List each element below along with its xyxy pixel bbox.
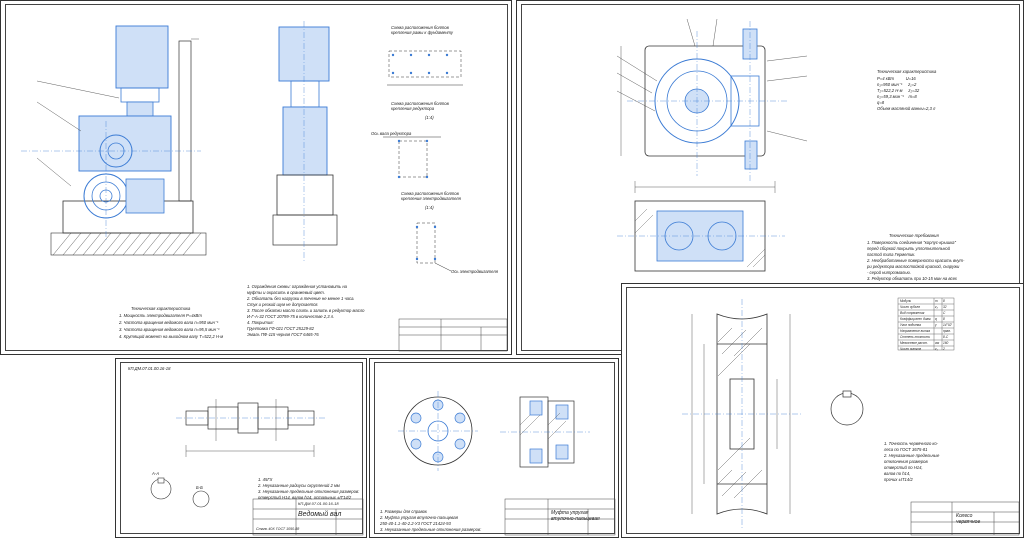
sheet-frame (5, 4, 508, 351)
worm-reducer (78, 115, 172, 172)
section-aa-view (150, 477, 172, 500)
sheet-driven-shaft: КП.ДМ.07.01.00.16-18 А-А Б-Б 1. 45ГХ 2. … (115, 358, 367, 538)
shaft-drawing (150, 399, 364, 536)
reducer-tech-line: n₁=950 мин⁻¹ z₁=2 (877, 82, 917, 87)
coupling-note: 2. Муфта упругая втулочно-пальцевая (380, 515, 458, 520)
sheet-frame (626, 287, 1020, 534)
wheel-note: валов по h14, (884, 471, 911, 476)
title-block-coupling (504, 498, 616, 536)
params-table (897, 297, 955, 351)
shaft-note: отверстий H14, валов h14, остальных ±IT1… (258, 495, 352, 500)
section-bb-label: Б-Б (196, 485, 203, 490)
reducer-tech-line: q=8 (877, 100, 885, 105)
requirement-line: муфты и окрасить в оранжевый цвет. (247, 290, 325, 295)
scheme-motor-caption: Схема расположения болтов крепления элек… (401, 191, 461, 202)
wheel-note: 2. Неуказанные предельные (884, 453, 940, 458)
scheme-frame-caption: Схема расположения болтов крепления рамы… (391, 25, 454, 36)
worm-wheel-drawing (682, 297, 1020, 536)
sheet-drive-assembly: Техническая характеристика 1. Мощность э… (0, 0, 512, 355)
reducer-req-line: 1. Поверхность соединения "корпус-крышка… (867, 240, 956, 245)
tech-line: 4. Крутящий момент на выходном валу T=52… (119, 334, 224, 339)
wheel-note: отклонения размеров (884, 459, 928, 464)
bolt-scheme-motor (415, 222, 452, 272)
title-block-wheel (910, 501, 1020, 536)
reducer-drawing (616, 18, 808, 272)
wheel-note: прочих ±IT14/2 (884, 477, 913, 482)
sheet-frame (374, 362, 615, 534)
shaft-note: 3. Неуказанные предельные отклонения раз… (258, 489, 360, 494)
sheet-frame (120, 362, 363, 534)
tech-line: 3. Частота вращения ведомого вала n=95,5… (119, 327, 220, 332)
motor-coupling (126, 101, 154, 117)
reducer-tech-line: T₂=522,2 Н·м z₂=32 (877, 88, 920, 93)
requirement-line: Эмаль ПФ-115 черная ГОСТ 6465-76 (247, 332, 319, 337)
tech-line: 2. Частота вращения ведомого вала n=950 … (119, 320, 219, 325)
scheme-reducer-scale: (1:4) (425, 115, 434, 120)
reducer-tech-heading: Техническая характеристика (877, 69, 937, 74)
electric-motor (115, 25, 169, 89)
tech-characteristics-heading: Техническая характеристика (131, 306, 191, 311)
coupling-drawing (398, 391, 616, 536)
shaft-stamp: КП.ДМ.07.01.00.16-18 (128, 366, 171, 371)
wheel-note: 1. Точность червячного ко- (884, 441, 939, 446)
wheel-note: отверстий по H14, (884, 465, 923, 470)
section-bb-view (192, 490, 210, 508)
coupling-note: 1. Размеры для справок (380, 509, 427, 514)
sheet-coupling: 1. Размеры для справок 2. Муфта упругая … (369, 358, 619, 538)
shaft-note: 1. 45ГХ (258, 477, 273, 482)
reducer-req-line: перед сборкой покрыть уплотнительной (867, 246, 950, 251)
reducer-tech-line: P=4 кВт U=16 (877, 76, 916, 81)
motor-stand (178, 40, 192, 202)
drive-assembly-drawing (21, 21, 508, 352)
reducer-req-line: ри редуктора маслостойкой краской, снару… (867, 264, 960, 269)
requirement-line: 1. Ограждения схемы: ограждения установи… (247, 284, 348, 289)
reducer-tech-line: Объем масляной ванны=2,3 л (877, 106, 936, 111)
scheme-reducer-caption: Схема расположения болтов крепления реду… (391, 101, 449, 112)
shaft-title: Ведомый вал (298, 511, 342, 518)
coupling-note: 3. Неуказанные предельные отклонения раз… (380, 527, 482, 532)
coupling-title: Муфта упругая втулочно-пальцевая (551, 510, 600, 522)
requirement-line: 4. Покрытия: (247, 320, 274, 325)
section-aa-label: А-А (152, 471, 159, 476)
reducer-req-line: 3. Редуктор обкатать при 10-15 мин на вс… (867, 276, 957, 281)
scheme-motor-scale: (1:4) (425, 205, 434, 210)
requirement-line: Стук и резкий шум не допускается. (247, 302, 319, 307)
bolt-scheme-frame (387, 50, 463, 86)
reducer-req-line: 2. Необработанные поверхности красить вн… (867, 258, 965, 263)
axis-motor-label: Ось электродвигателя (451, 269, 498, 274)
reducer-req-line: пастой типа Герметик. (867, 252, 916, 257)
title-block-shaft (252, 498, 364, 536)
bolt-scheme-reducer (383, 136, 441, 179)
tech-line: 1. Мощность электродвигателя P=4кВт (119, 313, 202, 318)
reducer-req-line: - серой нитроэмалью. (867, 270, 911, 275)
foundation-hatch (50, 232, 207, 256)
coupling-note: 250-40-1.1-40-2.2-У3 ГОСТ 21424-93 (380, 521, 451, 526)
title-block-assembly (398, 318, 508, 352)
shaft-material: Сталь 40Х ГОСТ 1050-88 (256, 527, 300, 531)
reducer-req-heading: Технические требования (889, 233, 939, 238)
shaft-note: 2. Неуказанные радиусы скруглений 2 мм (258, 483, 340, 488)
requirement-line: Грунтовка ГФ-021 ГОСТ 25129-82 (247, 326, 314, 331)
requirement-line: 3. После обкатки масло слить и залить в … (247, 308, 365, 313)
hub-section-view (830, 390, 864, 426)
wheel-note: леса по ГОСТ 3675-81 (884, 447, 928, 452)
shaft-doc-code: КП.ДМ.07.01.00.16-18 (298, 501, 339, 506)
requirement-line: 2. Обкатать без нагрузки в течение не ме… (247, 296, 355, 301)
wheel-title: Колесо червячное (956, 513, 981, 525)
reducer-tech-line: n₂=59,3 мин⁻¹ m=8 (877, 94, 917, 99)
requirement-line: И-Г-А-32 ГОСТ 20799-75 в количестве 2,3 … (247, 314, 335, 319)
axis-reducer-label: Ось вала редуктора (371, 131, 412, 136)
coupling-front-view (398, 391, 478, 471)
